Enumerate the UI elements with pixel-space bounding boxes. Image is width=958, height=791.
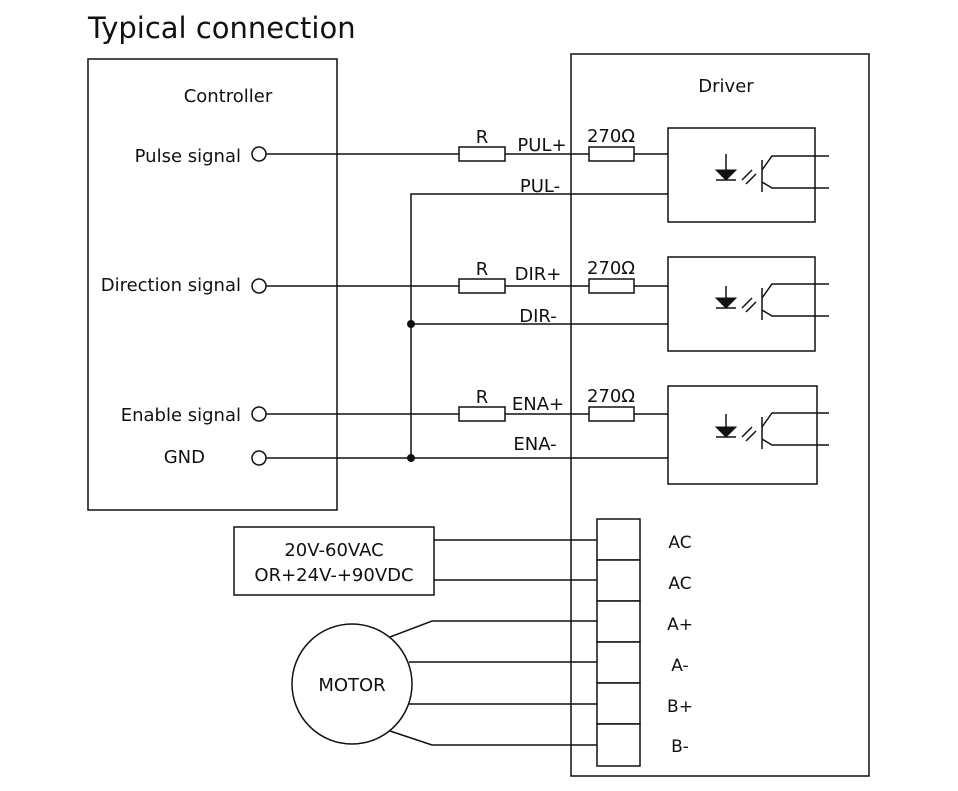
resistor-pul-label: R [476,127,489,148]
led-icon [714,169,738,181]
motor-label: MOTOR [318,675,385,696]
resistor-ena-label: R [476,387,489,408]
dir-plus-label: DIR+ [515,264,562,285]
pulse-signal-label: Pulse signal [135,146,241,167]
resistor-dir [458,278,506,294]
terminal-a-plus [596,600,641,643]
terminal-block [596,518,641,767]
ena-plus-label: ENA+ [512,394,564,415]
light-arrows-icon [741,297,757,313]
driver-heading: Driver [698,76,754,97]
motor-wires [389,620,597,746]
resistor-pul [458,146,506,162]
power-supply-line1: 20V-60VAC [284,540,383,561]
gnd-label: GND [164,447,205,468]
terminal-ac-2 [596,559,641,602]
optocoupler-dir-box [667,256,816,352]
power-wires [434,539,597,581]
direction-signal-label: Direction signal [101,275,241,296]
internal-resistor-pul [588,146,635,162]
terminal-label-b-minus: B- [671,737,689,757]
pulse-terminal [251,146,267,162]
terminal-b-minus [596,723,641,767]
resistor-dir-label: R [476,259,489,280]
controller-heading: Controller [184,86,273,107]
enable-terminal [251,406,267,422]
pul-minus-label: PUL- [520,176,560,197]
optocoupler-ena-box [667,385,818,485]
led-icon [714,297,738,309]
internal-resistor-ena-label: 270Ω [587,386,635,407]
optocoupler-pul-box [667,127,816,223]
terminal-label-ac-2: AC [668,574,691,594]
junction-dot-gnd [407,454,415,462]
terminal-a-minus [596,641,641,684]
internal-resistor-ena [588,406,635,422]
controller-box [87,58,338,511]
terminal-label-b-plus: B+ [667,697,693,717]
terminal-label-a-plus: A+ [667,615,693,635]
optocoupler-ena [667,385,829,485]
direction-terminal [251,278,267,294]
pul-plus-label: PUL+ [517,135,566,156]
optocoupler-dir [667,256,829,352]
ena-minus-label: ENA- [513,434,556,455]
terminal-b-plus [596,682,641,725]
junction-dot-dir [407,320,415,328]
terminal-label-ac-1: AC [668,533,691,553]
motor [291,623,413,745]
internal-resistor-pul-label: 270Ω [587,126,635,147]
internal-resistor-dir [588,278,635,294]
terminal-ac-1 [596,518,641,561]
dir-minus-label: DIR- [519,306,556,327]
optocoupler-pul [667,127,829,223]
led-icon [714,426,738,438]
internal-resistor-dir-label: 270Ω [587,258,635,279]
light-arrows-icon [741,169,757,185]
power-supply-box [233,526,435,596]
gnd-terminal [251,450,267,466]
diagram-title: Typical connection [87,11,356,45]
light-arrows-icon [741,426,757,442]
power-supply-line2: OR+24V-+90VDC [254,565,413,586]
terminal-label-a-minus: A- [671,656,688,676]
enable-signal-label: Enable signal [121,405,241,426]
resistor-ena [458,406,506,422]
